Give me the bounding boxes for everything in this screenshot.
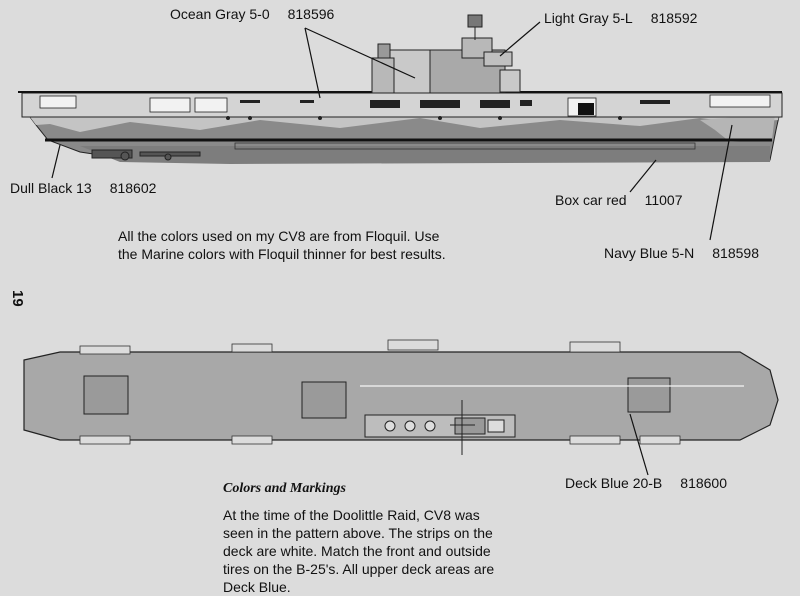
label-light-gray-code: 818592 [650, 10, 698, 26]
body-line: Deck Blue. [223, 579, 291, 595]
intro-line: All the colors used on my CV8 are from F… [118, 228, 440, 244]
body-line: tires on the B-25's. All upper deck area… [223, 561, 495, 577]
label-dull-black-name: Dull Black 13 [10, 180, 92, 196]
label-deck-blue-name: Deck Blue 20-B [565, 475, 663, 491]
sponsons [79, 339, 681, 445]
label-ocean-gray-name: Ocean Gray 5-0 [170, 6, 270, 22]
label-dull-black: Dull Black 13 818602 [10, 180, 156, 196]
label-navy-blue: Navy Blue 5-N 818598 [604, 245, 759, 261]
body-line: At the time of the Doolittle Raid, CV8 w… [223, 507, 480, 523]
label-navy-blue-code: 818598 [712, 245, 759, 261]
label-light-gray-name: Light Gray 5-L [544, 10, 633, 26]
label-navy-blue-name: Navy Blue 5-N [604, 245, 695, 261]
section-body: At the time of the Doolittle Raid, CV8 w… [223, 506, 494, 596]
label-light-gray: Light Gray 5-L 818592 [544, 10, 697, 26]
page-number: 19 [9, 290, 26, 307]
island-top [364, 400, 516, 455]
label-deck-blue-code: 818600 [680, 475, 727, 491]
flight-deck-outline [23, 351, 779, 441]
label-ocean-gray-code: 818596 [287, 6, 335, 22]
intro-text: All the colors used on my CV8 are from F… [118, 227, 446, 263]
black-panel [578, 103, 594, 115]
label-ocean-gray: Ocean Gray 5-0 818596 [170, 6, 334, 22]
label-box-car-red-code: 11007 [644, 192, 683, 208]
body-line: deck are white. Match the front and outs… [223, 543, 491, 559]
hull-box-car-red [80, 146, 770, 164]
hangar-openings [39, 94, 771, 117]
label-box-car-red-name: Box car red [555, 192, 627, 208]
intro-line: the Marine colors with Floquil thinner f… [118, 246, 446, 262]
pointer-deck-blue [629, 413, 649, 476]
stern-gear [91, 149, 201, 161]
section-heading: Colors and Markings [223, 481, 346, 496]
label-box-car-red: Box car red 11007 [555, 192, 683, 208]
pointer-lines [51, 21, 733, 241]
island [371, 14, 521, 94]
hangar-side [21, 92, 783, 118]
side-details [226, 100, 670, 120]
elevators [83, 375, 671, 419]
label-deck-blue: Deck Blue 20-B 818600 [565, 475, 727, 491]
label-dull-black-code: 818602 [109, 180, 157, 196]
hull-camo-navy [700, 114, 775, 142]
hull-detail-panel [234, 142, 696, 150]
body-line: seen in the pattern above. The strips on… [223, 525, 493, 541]
